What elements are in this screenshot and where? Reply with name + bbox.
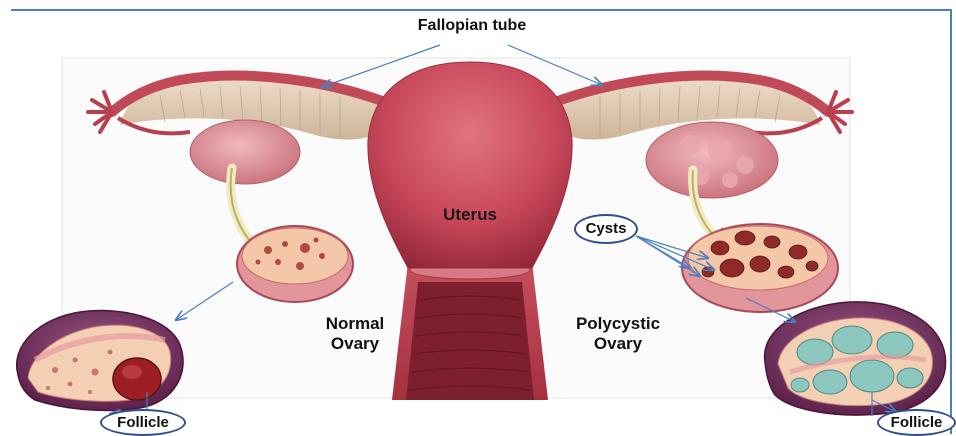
normal-ovary-detail — [17, 310, 183, 410]
polycystic-ovary-detail — [765, 302, 946, 415]
normal-ovary-section — [237, 226, 353, 302]
fallopian-tube-label: Fallopian tube — [372, 17, 572, 35]
uterus — [368, 62, 572, 268]
follicle-left-callout: Follicle — [100, 409, 186, 436]
left-ovary — [190, 120, 300, 184]
right-ovary — [646, 122, 778, 198]
polycystic-ovary-section — [682, 224, 838, 312]
follicle-right-callout: Follicle — [877, 409, 956, 436]
uterus-label: Uterus — [420, 205, 520, 225]
cysts-callout: Cysts — [574, 214, 638, 244]
polycystic-ovary-label: Polycystic Ovary — [548, 314, 688, 353]
normal-ovary-label: Normal Ovary — [300, 314, 410, 353]
cervix — [392, 261, 548, 400]
